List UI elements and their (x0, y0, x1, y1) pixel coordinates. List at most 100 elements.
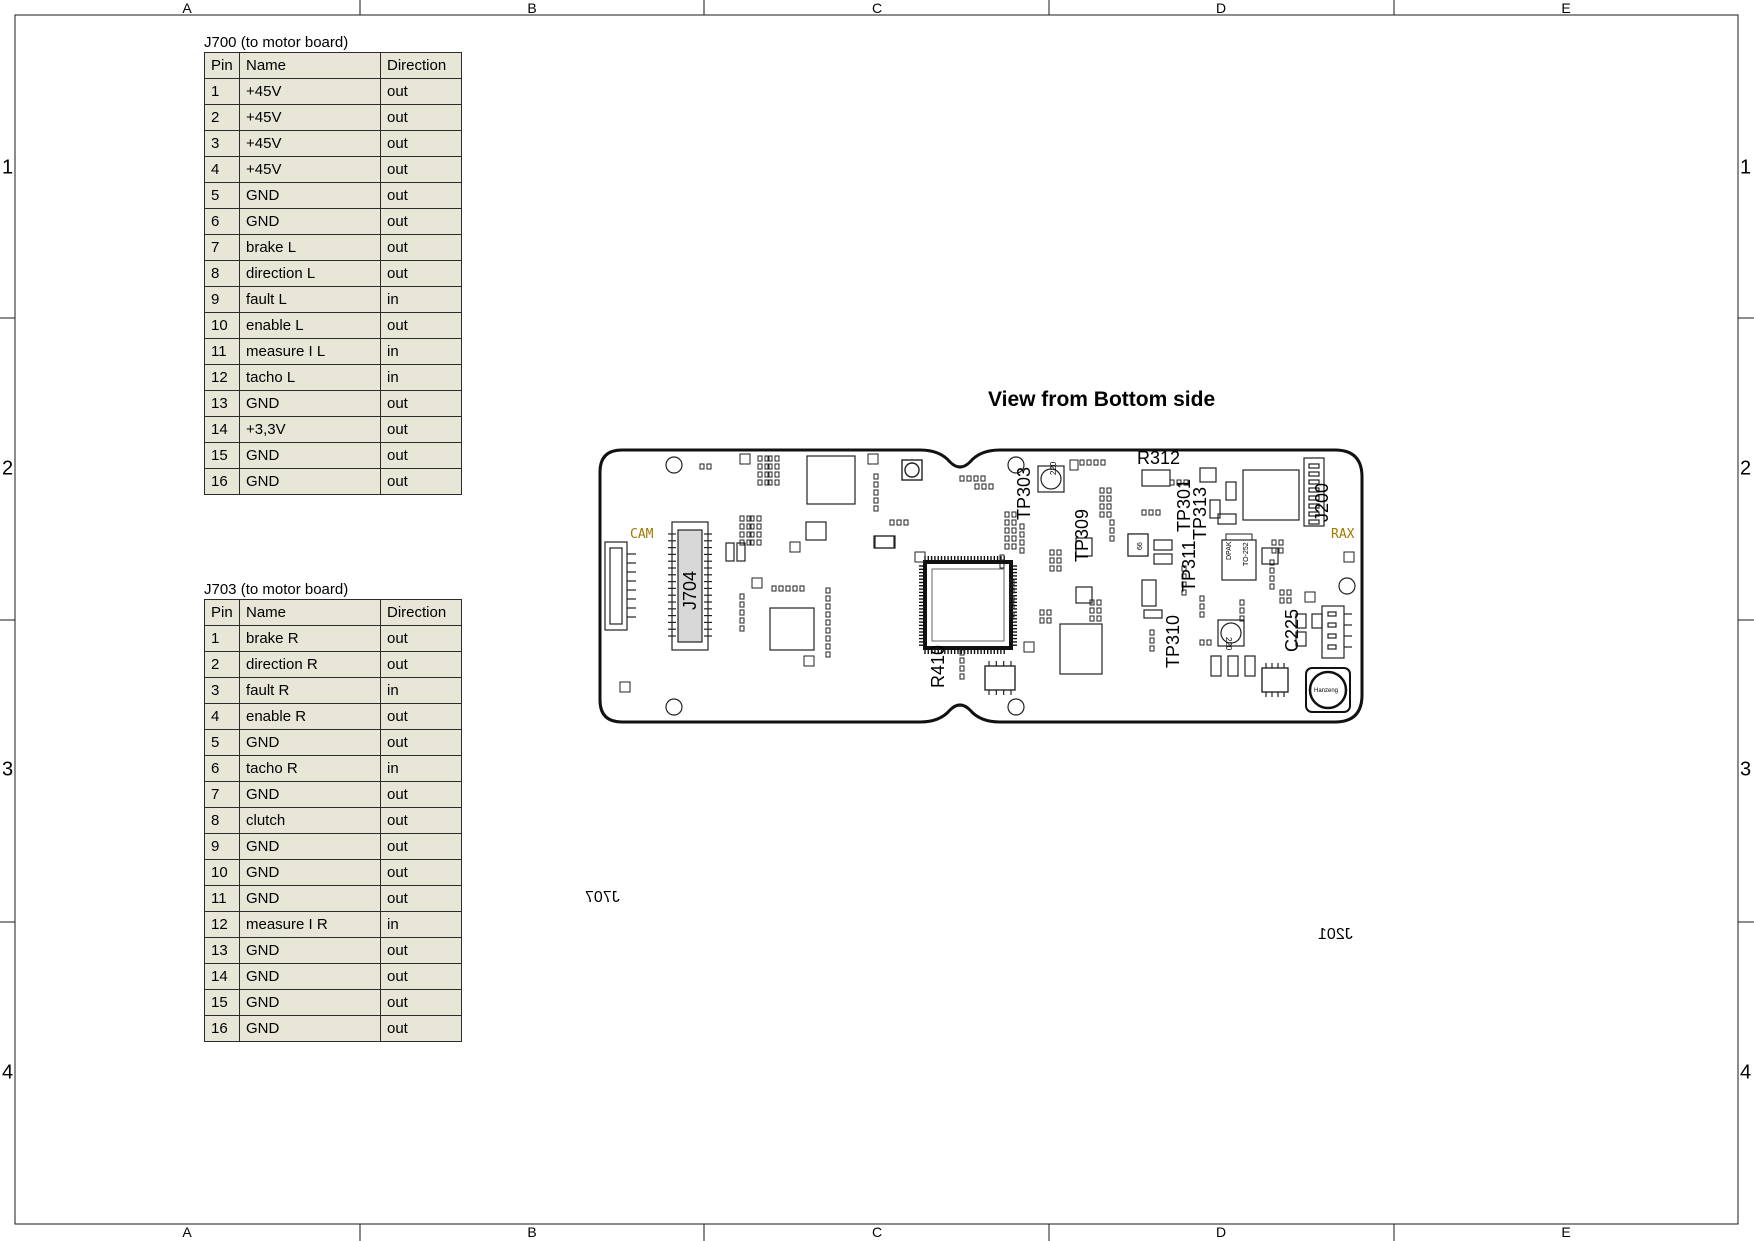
passive-pad (757, 471, 763, 478)
connector-pin (1327, 611, 1337, 617)
passive-pad (1278, 547, 1284, 554)
passive-pad (739, 593, 745, 600)
pin-cell: 7 (204, 781, 240, 808)
passive-pad (792, 585, 798, 592)
passive-pad (767, 463, 773, 470)
connector-pin (1308, 519, 1320, 525)
r312-label: R312 (1137, 448, 1180, 468)
test-pad (789, 541, 801, 553)
passive-pad (1011, 527, 1017, 534)
passive-pad (1011, 511, 1017, 518)
pin-cell: 11 (204, 885, 240, 912)
passive-pad (1056, 565, 1062, 572)
passive-pad (903, 519, 909, 526)
ic-package (1153, 553, 1173, 565)
row-label-right-1: 1 (1740, 156, 1752, 179)
header-direction: Direction (380, 52, 462, 79)
direction-cell: out (380, 390, 462, 417)
direction-cell: out (380, 937, 462, 964)
ic-package (1209, 499, 1221, 519)
passive-pad (1286, 597, 1292, 604)
passive-pad (749, 515, 755, 522)
passive-pad (764, 479, 770, 486)
passive-pad (756, 531, 762, 538)
ic-package (1227, 655, 1239, 677)
name-cell: GND (239, 1015, 381, 1042)
passive-pad (764, 463, 770, 470)
col-label-top-e: E (1561, 0, 1571, 16)
pin-cell: 1 (204, 625, 240, 652)
passive-pad (778, 585, 784, 592)
passive-pad (706, 463, 712, 470)
ic-package (1141, 579, 1157, 607)
passive-pad (1049, 565, 1055, 572)
inductor-220-bottom: 220 (1217, 619, 1245, 651)
passive-pad (1109, 519, 1115, 526)
mcu-chip (919, 556, 1017, 654)
passive-pad (699, 463, 705, 470)
direction-cell: out (380, 78, 462, 105)
name-cell: GND (239, 937, 381, 964)
j700-table-caption: J700 (to motor board) (204, 34, 349, 51)
ic-package (1199, 467, 1217, 483)
passive-pad (873, 473, 879, 480)
passive-pad (889, 519, 895, 526)
passive-pad (1269, 567, 1275, 574)
passive-pad (746, 523, 752, 530)
name-cell: enable R (239, 703, 381, 730)
round-test-point (901, 459, 923, 481)
passive-pad (896, 519, 902, 526)
pin-cell: 10 (204, 859, 240, 886)
col-label-bottom-d: D (1215, 1224, 1227, 1240)
passive-pad (980, 475, 986, 482)
passive-pad (746, 515, 752, 522)
passive-pad (825, 587, 831, 594)
direction-cell: out (380, 234, 462, 261)
pin-cell: 2 (204, 651, 240, 678)
passive-pad (1239, 599, 1245, 606)
ic-package (805, 521, 827, 541)
test-pad (751, 577, 763, 589)
cam-connector (604, 541, 636, 631)
large-power-inductor: Hanzeng (1305, 667, 1351, 713)
connector-pin (1308, 511, 1320, 517)
passive-pad (1089, 607, 1095, 614)
passive-pad (757, 455, 763, 462)
pin-cell: 15 (204, 989, 240, 1016)
passive-pad (1269, 575, 1275, 582)
pin-cell: 3 (204, 130, 240, 157)
passive-pad (1093, 459, 1099, 466)
passive-pad (959, 657, 965, 664)
direction-cell: out (380, 468, 462, 495)
chip-66-label: 66 (1137, 542, 1144, 550)
passive-pad (799, 585, 805, 592)
passive-pad (1099, 487, 1105, 494)
ic-package (1295, 631, 1307, 647)
passive-pad (825, 635, 831, 642)
pin-cell: 16 (204, 468, 240, 495)
passive-pad (999, 562, 1005, 569)
col-label-top-c: C (871, 0, 883, 16)
pin-cell: 16 (204, 1015, 240, 1042)
passive-pad (1269, 583, 1275, 590)
passive-pad (1148, 509, 1154, 516)
passive-pad (988, 483, 994, 490)
passive-pad (1004, 519, 1010, 526)
dpak-label: DPAK (1226, 541, 1233, 560)
tp301-label: TP301 (1174, 479, 1194, 532)
test-pad (619, 681, 631, 693)
passive-pad (1181, 565, 1187, 572)
row-label-right-2: 2 (1740, 457, 1752, 480)
ic-package (1141, 469, 1171, 487)
passive-pad (1199, 611, 1205, 618)
connector-pin (1327, 644, 1337, 650)
name-cell: GND (239, 182, 381, 209)
passive-pad (825, 619, 831, 626)
tp309-label: TP309 (1072, 509, 1092, 562)
passive-pad (1286, 589, 1292, 596)
